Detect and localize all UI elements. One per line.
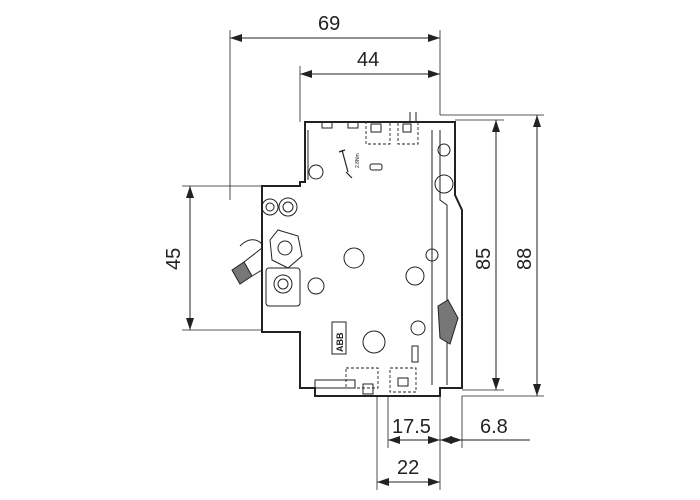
torque-marking: 2.8Nm [355,153,361,168]
dimension-6-8: 6.8 [440,396,530,448]
dimension-45: 45 [163,185,262,331]
din-clip [231,197,303,307]
dimension-label-6-8: 6.8 [480,416,508,438]
dimension-44: 44 [299,49,440,122]
screwdriver-icon [338,149,353,179]
dimension-85: 85 [455,119,504,391]
dimension-label-85: 85 [473,248,495,270]
abb-logo: ABB [335,332,345,352]
dimension-22: 22 [376,392,441,490]
dimension-88: 88 [440,114,544,397]
dimension-69: 69 [229,13,441,200]
dimension-label-88: 88 [514,248,536,270]
dimension-label-45: 45 [163,248,185,270]
dimension-label-69: 69 [318,13,340,35]
breaker-housing [261,121,463,397]
top-terminals [321,112,419,145]
bottom-terminals [314,367,417,395]
trip-indicator [437,299,459,345]
dimension-17-5: 17.5 [387,392,441,448]
dimension-label-44: 44 [357,49,379,71]
dimension-label-22: 22 [397,457,419,479]
internal-components: 2.8Nm ABB [307,143,454,363]
dimension-label-17-5: 17.5 [392,416,431,438]
toggle-lever-icon [231,261,253,285]
